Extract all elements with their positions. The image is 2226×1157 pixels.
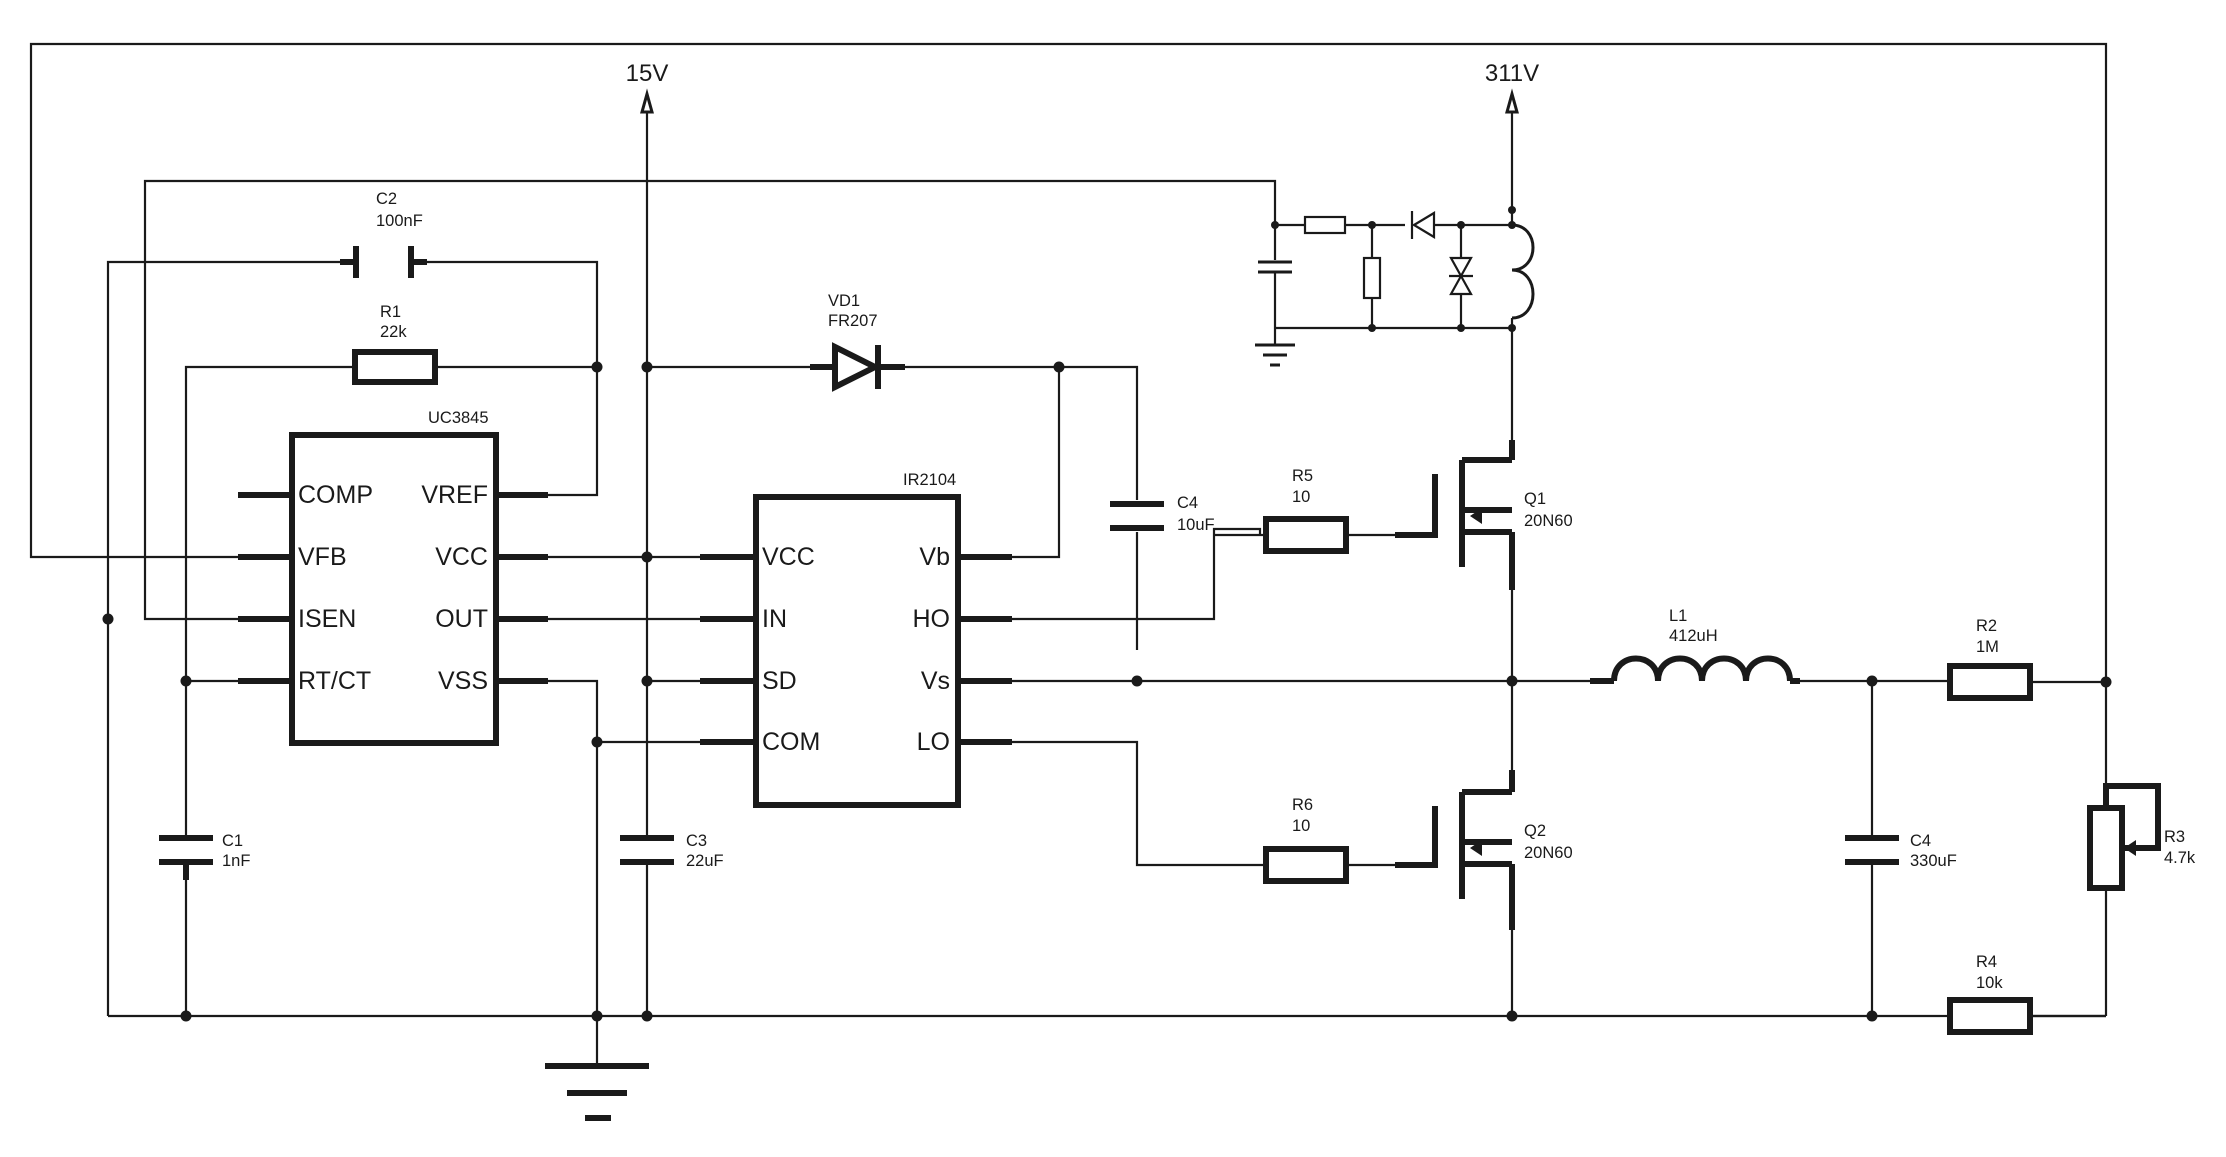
r3-ref: R3	[2164, 828, 2185, 846]
r5-value: 10	[1292, 488, 1310, 506]
transformer-winding	[1510, 210, 1535, 328]
wiring-uc3845-ir2104	[548, 555, 700, 1016]
c2-value: 100nF	[376, 212, 423, 230]
uc3845-pin-comp: COMP	[298, 481, 373, 509]
rail-311v-label: 311V	[1485, 60, 1539, 87]
rail-15v: 15V	[626, 60, 669, 1016]
ir2104-pin-lo: LO	[917, 728, 950, 756]
ground-symbol-main	[545, 1063, 649, 1121]
diode-vd1: VD1 FR207	[647, 292, 1139, 650]
ir2104-pin-sd: SD	[762, 667, 797, 695]
q2-ref: Q2	[1524, 822, 1546, 840]
c4b-value: 330uF	[1910, 852, 1957, 870]
q1-value: 20N60	[1524, 512, 1573, 530]
potentiometer-r3: R3 4.7k	[2087, 682, 2196, 1016]
uc3845-pin-isen: ISEN	[298, 605, 356, 633]
vfb-feedback-loop	[29, 42, 2108, 682]
r2-value: 1M	[1976, 638, 1999, 656]
ir2104-pin-in: IN	[762, 605, 787, 633]
ir2104-pin-com: COM	[762, 728, 820, 756]
c3-value: 22uF	[686, 852, 724, 870]
ground-bus	[108, 1014, 2106, 1063]
r4-ref: R4	[1976, 953, 1997, 971]
c2-ref: C2	[376, 190, 397, 208]
wiring-half-bridge	[1012, 328, 1590, 1016]
r6-ref: R6	[1292, 796, 1313, 814]
r4-value: 10k	[1976, 974, 2003, 992]
q2-value: 20N60	[1524, 844, 1573, 862]
c1-value: 1nF	[222, 852, 250, 870]
uc3845-pin-vfb: VFB	[298, 543, 347, 571]
ir2104-ic: IR2104 VCC IN SD COM Vb HO Vs LO	[700, 471, 1012, 808]
r3-value: 4.7k	[2164, 849, 2196, 867]
l1-value: 412uH	[1669, 627, 1718, 645]
snubber-network	[1255, 211, 1512, 367]
isen-loop	[143, 179, 1277, 621]
r2-ref: R2	[1976, 617, 1997, 635]
r6-value: 10	[1292, 817, 1310, 835]
mosfet-q1: Q1 20N60	[1395, 440, 1573, 590]
uc3845-pin-vcc: VCC	[435, 543, 488, 571]
uc3845-pin-rtct: RT/CT	[298, 667, 371, 695]
r1-ref: R1	[380, 303, 401, 321]
ir2104-label: IR2104	[903, 471, 956, 489]
ir2104-pin-vs: Vs	[921, 667, 950, 695]
c4b-ref: C4	[1910, 832, 1931, 850]
capacitor-c2: C2 100nF	[106, 190, 427, 619]
junction-dots	[102, 206, 2112, 1022]
c4a-value: 10uF	[1177, 516, 1215, 534]
rail-15v-label: 15V	[626, 60, 669, 87]
resistor-r5: R5 10	[1012, 467, 1395, 621]
uc3845-pin-vref: VREF	[421, 481, 488, 509]
wiring-vref	[411, 260, 599, 497]
resistor-r2: R2 1M	[1947, 617, 2106, 701]
capacitor-c1: C1 1nF	[159, 679, 250, 1016]
r5-ref: R5	[1292, 467, 1313, 485]
ir2104-pin-ho: HO	[913, 605, 951, 633]
uc3845-pin-out: OUT	[435, 605, 488, 633]
vd1-ref: VD1	[828, 292, 860, 310]
resistor-r6: R6 10	[1012, 740, 1395, 884]
mosfet-q2: Q2 20N60	[1395, 770, 1573, 930]
resistor-r4: R4 10k	[1940, 953, 2106, 1035]
q1-ref: Q1	[1524, 490, 1546, 508]
ir2104-pin-vb: Vb	[919, 543, 950, 571]
uc3845-pin-vss: VSS	[438, 667, 488, 695]
uc3845-label: UC3845	[428, 409, 489, 427]
ir2104-pin-vcc: VCC	[762, 543, 815, 571]
resistor-r1: R1 22k	[184, 303, 438, 681]
uc3845-ic: UC3845 COMP VFB ISEN RT/CT VREF VCC OUT …	[238, 409, 548, 746]
r1-value: 22k	[380, 323, 407, 341]
rail-311v: 311V	[1485, 60, 1539, 210]
c4a-ref: C4	[1177, 494, 1198, 512]
capacitor-c4-output: C4 330uF	[1845, 681, 1957, 1016]
c3-ref: C3	[686, 832, 707, 850]
l1-ref: L1	[1669, 607, 1687, 625]
c1-ref: C1	[222, 832, 243, 850]
vd1-value: FR207	[828, 312, 878, 330]
inductor-l1: L1 412uH	[1590, 607, 1950, 684]
